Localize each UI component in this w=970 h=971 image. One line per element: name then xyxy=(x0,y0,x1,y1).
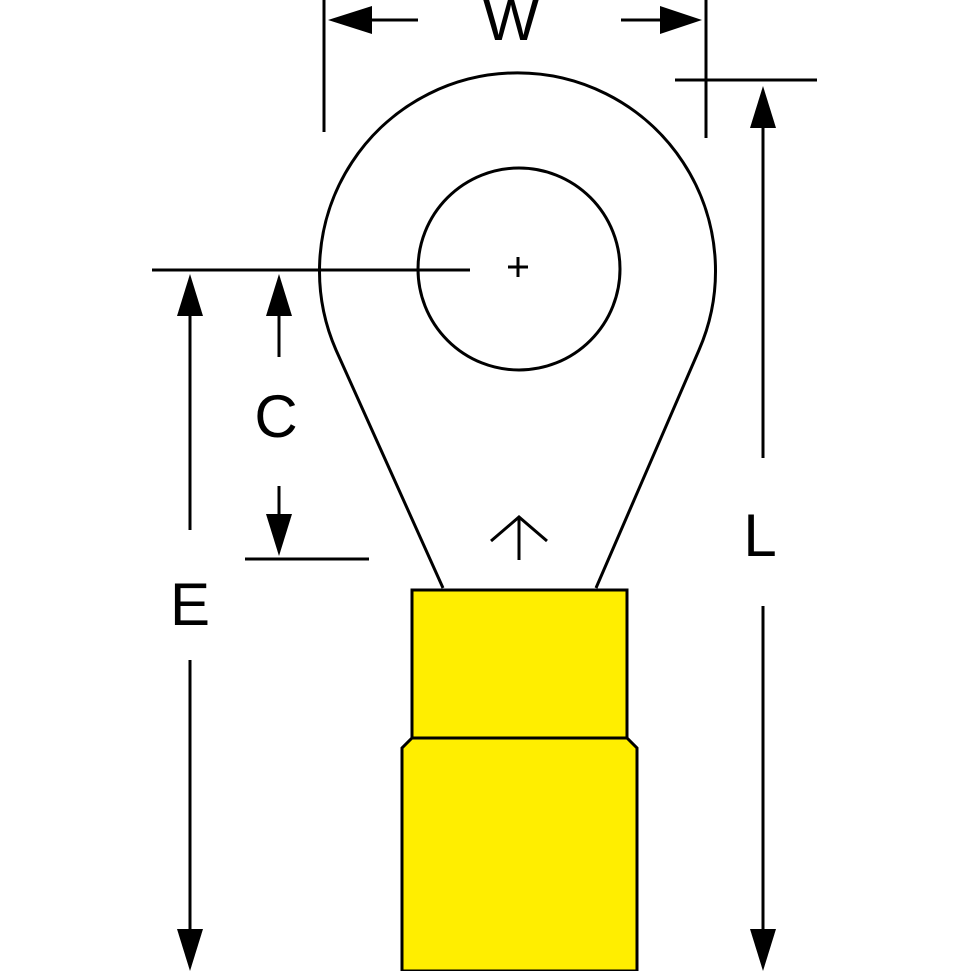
barrel-lower-sleeve xyxy=(400,736,639,971)
length-dimension: L xyxy=(675,78,817,971)
width-label: W xyxy=(483,0,540,53)
insulated-barrel xyxy=(400,588,639,971)
center-to-end-dimension: C xyxy=(245,274,369,561)
center-mark-icon xyxy=(508,257,528,277)
length-label: L xyxy=(743,502,776,569)
width-dimension: W xyxy=(322,0,708,138)
barrel-upper-sleeve xyxy=(410,588,629,740)
overall-e-label: E xyxy=(170,571,210,638)
ring-tongue-outline xyxy=(318,71,717,589)
center-to-end-label: C xyxy=(254,383,297,450)
overall-e-dimension: E xyxy=(170,274,210,971)
up-arrow-icon xyxy=(490,515,548,560)
